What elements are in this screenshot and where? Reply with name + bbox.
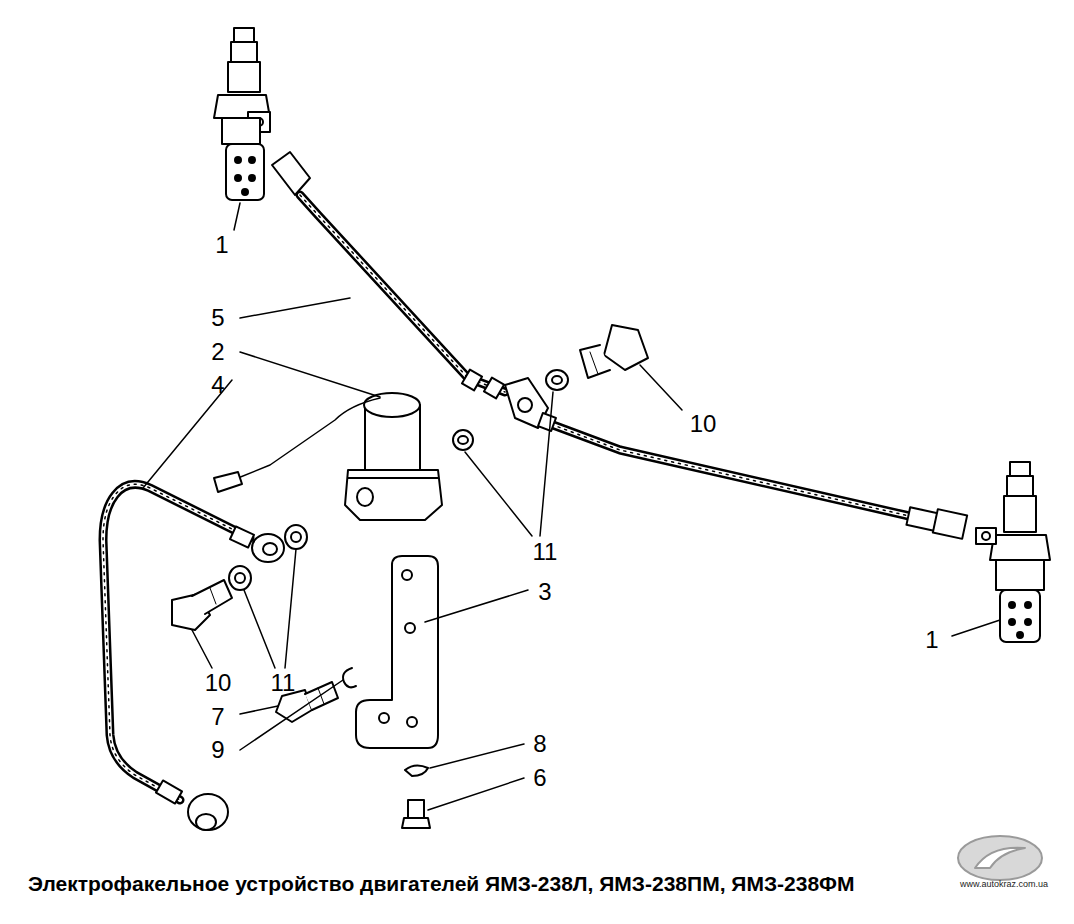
callout-number: 2 [211,340,224,364]
leader-line [143,203,1000,810]
solenoid-valve [214,393,442,520]
callout-number: 6 [533,766,546,790]
caption: Электрофакельное устройство двигателей Я… [28,872,855,896]
watermark: www.autokraz.com.ua [960,880,1048,889]
logo [958,836,1042,880]
washer [229,370,568,776]
pipe-nut [272,152,967,539]
callout-number: 11 [533,540,558,564]
callout-number: 1 [215,233,228,257]
callout-number: 10 [205,671,232,695]
glow-plug [214,28,270,200]
callout-number: 11 [271,671,296,695]
bracket [356,556,438,748]
callout-number: 9 [211,738,224,762]
fuel-pipe [103,484,250,800]
callout-number: 10 [690,412,717,436]
bolt [172,325,648,828]
callout-number: 5 [211,306,224,330]
callout-number: 7 [211,705,224,729]
callout-number: 3 [538,580,551,604]
banjo-fitting [156,526,284,830]
callout-number: 8 [533,732,546,756]
glow-plug [976,462,1050,642]
fuel-pipe [300,195,945,525]
callout-number: 4 [211,373,224,397]
callout-number: 1 [925,628,938,652]
